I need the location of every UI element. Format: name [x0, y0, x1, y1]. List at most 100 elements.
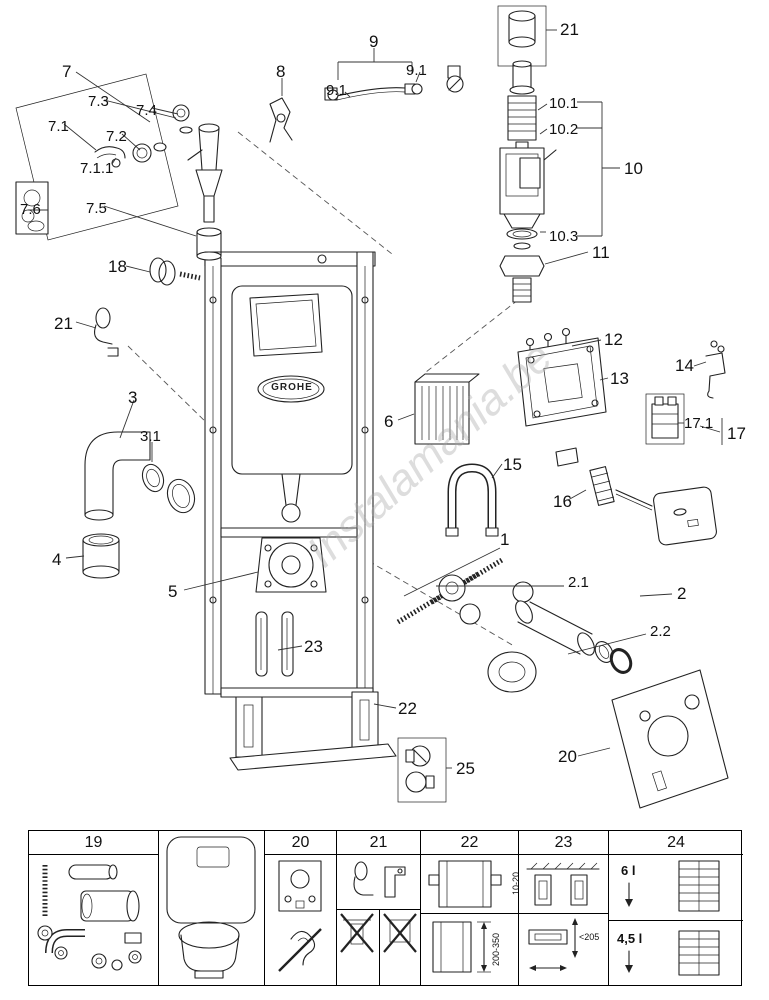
flush-bend-elbow	[84, 431, 196, 521]
callout-1: 1	[500, 530, 510, 549]
bracket-width-cell: <205	[519, 913, 608, 985]
bracket-width-illustration	[528, 918, 578, 971]
small-clamp	[705, 340, 726, 399]
wrong-install-cell-1	[337, 910, 379, 985]
frame-height-cell: 200-350	[421, 913, 518, 985]
frame-front-cell: 10-20	[421, 855, 518, 913]
installation-frame	[204, 251, 397, 771]
callout-2: 2	[677, 584, 687, 603]
threaded-rods	[396, 557, 504, 625]
callout-17: 17	[727, 424, 746, 443]
flush-valve-stack	[497, 5, 557, 303]
table-col-toilet	[159, 831, 265, 985]
table-col-24: 24 6 l 4,5 l	[609, 831, 743, 985]
frame-front-illustration	[428, 860, 502, 908]
wall-hook	[94, 307, 119, 357]
table-col-23: 23	[519, 831, 609, 985]
callout-10-3: 10.3	[549, 228, 579, 245]
table-col-20: 20	[265, 831, 337, 985]
crossed-installation-1	[340, 913, 374, 953]
connector-sleeve	[82, 533, 120, 579]
dim-depth-range: 10-20	[511, 871, 518, 895]
callout-10-1: 10.1	[549, 95, 579, 112]
fill-valve-group	[15, 73, 223, 261]
table-col-22: 22 10-20	[421, 831, 519, 985]
callout-13: 13	[610, 369, 629, 388]
callout-18: 18	[108, 257, 127, 276]
accessory-table: 19	[28, 830, 743, 986]
callout-9: 9	[369, 32, 379, 51]
retaining-clip	[149, 257, 201, 286]
callout-8: 8	[276, 62, 286, 81]
table-col-21: 21	[337, 831, 421, 985]
table-header-22: 22	[421, 831, 518, 855]
full-flush-cell: 6 l	[609, 855, 743, 920]
callout-10-2: 10.2	[549, 121, 579, 138]
pneumatic-kit	[555, 447, 717, 546]
callout-21-left: 21	[54, 314, 73, 333]
outlet-pipe-set	[487, 581, 633, 693]
callout-3: 3	[128, 388, 138, 407]
callout-9-1-right: 9.1	[406, 62, 427, 79]
callout-15: 15	[503, 455, 522, 474]
callout-7-5: 7.5	[86, 200, 107, 217]
table-header-21: 21	[337, 831, 420, 855]
support-bracket	[269, 97, 293, 143]
toilet-illustration	[166, 836, 256, 979]
callout-7-3: 7.3	[88, 93, 109, 110]
actuation-module	[645, 393, 723, 445]
connection-hose	[324, 65, 464, 101]
fixing-rods	[255, 611, 294, 677]
callout-7-1-1: 7.1.1	[80, 160, 114, 177]
callout-5: 5	[168, 582, 178, 601]
callout-7-1: 7.1	[48, 118, 69, 135]
eco-flush-illustration	[625, 930, 720, 976]
wall-brackets-illustration	[526, 862, 600, 906]
callout-14: 14	[675, 356, 694, 375]
table-header-24: 24	[609, 831, 743, 855]
mounting-plate	[517, 327, 607, 427]
callout-4: 4	[52, 550, 62, 569]
flush-volume-full: 6 l	[621, 863, 636, 878]
callout-23: 23	[304, 637, 323, 656]
sound-insulation-plate	[611, 669, 729, 809]
small-valve-set	[397, 737, 447, 803]
callout-12: 12	[604, 330, 623, 349]
callout-7-4: 7.4	[136, 102, 157, 119]
callout-7-2: 7.2	[106, 128, 127, 145]
callout-25: 25	[456, 759, 475, 778]
eco-flush-cell: 4,5 l	[609, 920, 743, 985]
callout-3-1: 3.1	[140, 428, 161, 445]
callout-22: 22	[398, 699, 417, 718]
callout-20: 20	[558, 747, 577, 766]
u-hose	[445, 463, 499, 537]
insulation-block	[414, 373, 480, 445]
fixing-set-illustration	[37, 864, 142, 971]
wrong-install-cell-2	[378, 910, 421, 985]
full-flush-illustration	[625, 860, 720, 912]
cistern-tank	[231, 285, 353, 593]
crossed-installation-2	[382, 913, 417, 953]
table-header-20: 20	[265, 831, 336, 855]
assembly-axis-lines	[127, 131, 519, 647]
callout-2-2: 2.2	[650, 623, 671, 640]
callout-9-1-left: 9.1	[326, 82, 347, 99]
callout-6: 6	[384, 412, 394, 431]
flush-volume-eco: 4,5 l	[617, 931, 643, 946]
callout-2-1: 2.1	[568, 574, 589, 591]
frame-height-illustration	[432, 921, 491, 973]
table-header-19: 19	[29, 831, 158, 855]
bracket-illustration-cell	[337, 855, 420, 909]
brand-logo: GROHE	[271, 382, 313, 393]
dim-max-width: <205	[579, 932, 600, 942]
callout-7-6: 7.6	[20, 201, 41, 218]
bracket-illustration	[353, 861, 406, 898]
callout-21-top: 21	[560, 20, 579, 39]
callout-11: 11	[592, 243, 610, 262]
table-header-23: 23	[519, 831, 608, 855]
table-col-19: 19	[29, 831, 159, 985]
dim-height-range: 200-350	[491, 932, 501, 966]
wall-brackets-cell	[519, 855, 608, 913]
diagram-linework	[15, 5, 729, 809]
